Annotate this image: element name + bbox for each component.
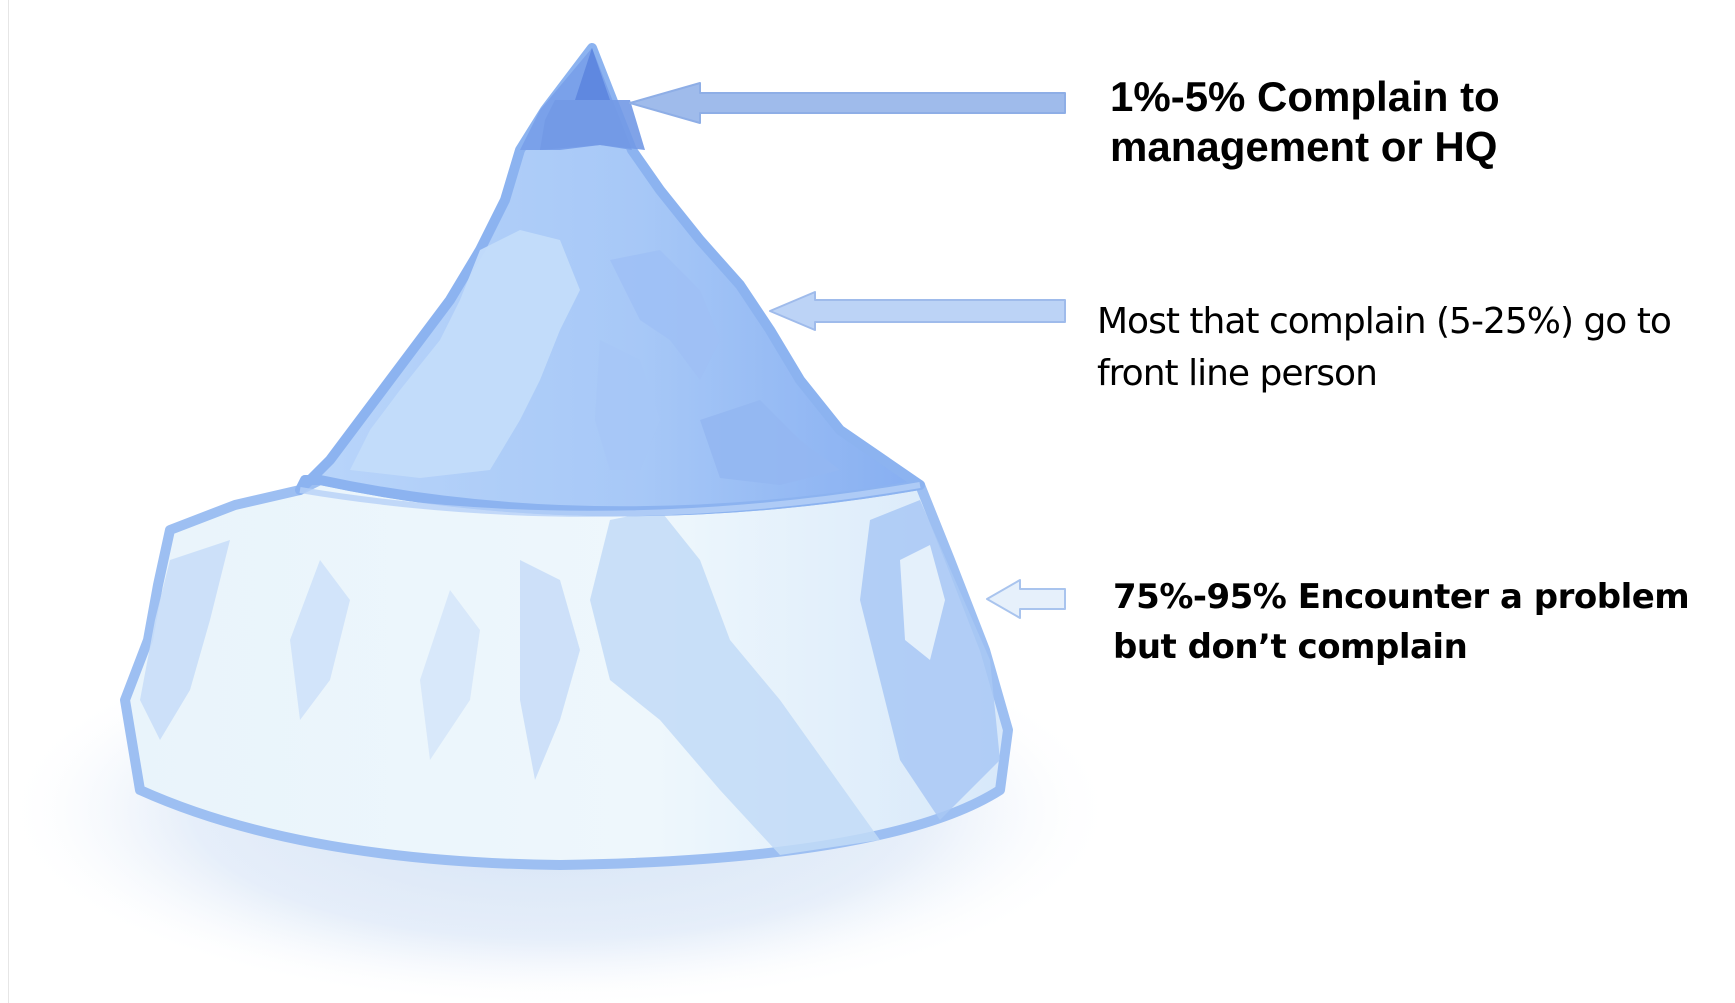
tier-bottom-label: 75%-95% Encounter a problem but don’t co… <box>1113 577 1690 667</box>
tier-middle-label: Most that complain (5-25%) go to front l… <box>1097 301 1672 394</box>
waterline <box>299 482 921 517</box>
iceberg-tip <box>575 48 610 100</box>
left-border-line <box>8 0 9 1003</box>
arrow-bottom <box>986 579 1066 619</box>
arrow-middle <box>769 291 1066 331</box>
arrow-top <box>629 82 1066 124</box>
iceberg-body <box>120 43 1013 870</box>
tier-top-label: 1%-5% Complain to management or HQ <box>1110 73 1500 170</box>
